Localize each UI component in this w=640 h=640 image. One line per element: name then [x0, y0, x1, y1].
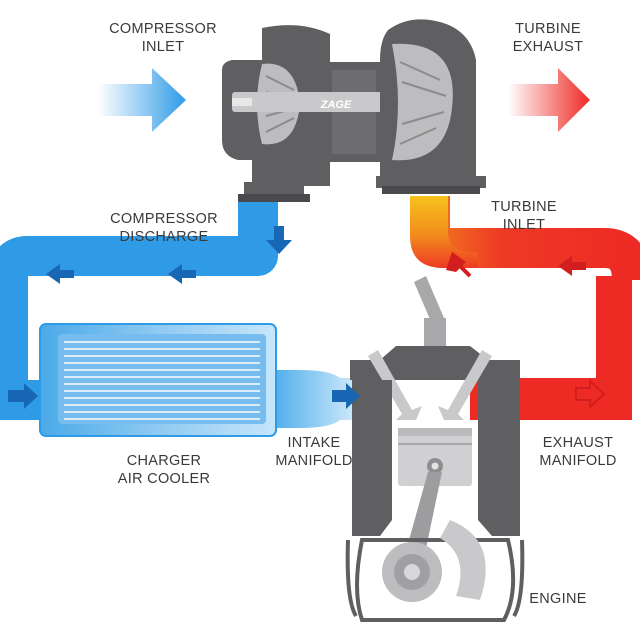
turbine-inlet-pipe [410, 196, 478, 268]
label-intake-manifold: INTAKE MANIFOLD [266, 434, 362, 470]
hot-return-left-arrow [558, 256, 586, 276]
flow-arrows [8, 226, 606, 410]
turbine-inlet-flange [376, 176, 486, 188]
label-turbine-inlet: TURBINE INLET [484, 198, 564, 234]
return-left-arrow-1 [168, 264, 196, 284]
compressor-discharge-pipe [0, 200, 278, 400]
cylinder-wall-right [478, 380, 520, 536]
return-left-arrow-2 [46, 264, 74, 284]
intake-arrow [332, 383, 360, 409]
exhaust-right-outline-arrow [575, 378, 606, 410]
turbo-shaft [232, 92, 408, 112]
crankcase [355, 538, 516, 622]
label-exhaust-manifold: EXHAUST MANIFOLD [528, 434, 628, 470]
discharge-down-arrow [266, 226, 292, 254]
cooler-inlet-arrow [8, 383, 38, 409]
turbine-exhaust-arrow [508, 68, 590, 132]
turbine-wheel [392, 43, 453, 161]
label-line: EXHAUST [542, 435, 614, 451]
label-line: CHARGER [126, 453, 202, 469]
label-line: COMPRESSOR [110, 211, 218, 227]
label-line: COMPRESSOR [109, 21, 217, 37]
intake-valve [368, 350, 422, 420]
label-line: AIR COOLER [117, 471, 211, 487]
cooler-core [58, 334, 266, 424]
label-compressor-inlet: COMPRESSOR INLET [98, 20, 228, 56]
label-line: INLET [141, 39, 185, 55]
label-line: MANIFOLD [539, 453, 617, 469]
cylinder-wall-left [352, 380, 392, 536]
crank-counterweight [440, 520, 486, 600]
label-engine: ENGINE [529, 591, 587, 607]
engine [345, 276, 525, 622]
label-line: TURBINE [491, 199, 557, 215]
label-turbine-exhaust: TURBINE EXHAUST [498, 20, 598, 56]
piston [398, 428, 472, 486]
label-line: EXHAUST [512, 39, 584, 55]
engine-injector [414, 276, 444, 324]
label-line: MANIFOLD [275, 453, 353, 469]
label-line: TURBINE [515, 21, 581, 37]
label-charger-air-cooler: CHARGER AIR COOLER [94, 452, 234, 488]
charger-air-cooler [39, 323, 277, 437]
label-line: DISCHARGE [119, 229, 209, 245]
exhaust-valve [438, 350, 492, 420]
compressor-inlet-arrow [98, 68, 186, 132]
label-compressor-discharge: COMPRESSOR DISCHARGE [96, 210, 232, 246]
turbocharger: ZAGE [222, 19, 486, 202]
connecting-rod [404, 472, 442, 558]
cooler-fins [64, 341, 260, 420]
brand-logo: ZAGE [320, 99, 352, 111]
label-line: INLET [502, 217, 546, 233]
label-line: INTAKE [287, 435, 341, 451]
